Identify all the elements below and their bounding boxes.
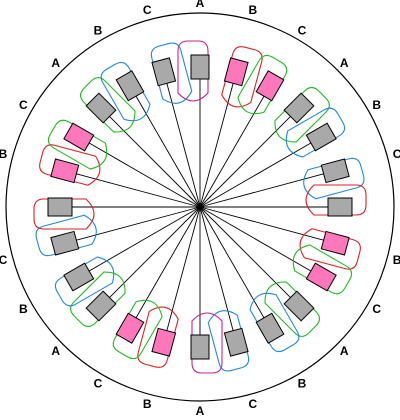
slot-conductor xyxy=(152,58,176,86)
center-ray xyxy=(200,96,264,207)
phase-label: C xyxy=(19,98,28,112)
center-ray xyxy=(200,207,264,318)
center-ray xyxy=(200,207,291,298)
center-ray xyxy=(200,174,324,207)
phase-label: A xyxy=(340,344,349,358)
center-ray xyxy=(200,207,324,240)
slot-conductor xyxy=(191,55,209,79)
center-ray xyxy=(200,83,233,207)
center-ray xyxy=(89,207,200,271)
phase-label: A xyxy=(196,404,205,415)
phase-label: C xyxy=(393,147,400,161)
phase-label: B xyxy=(94,23,103,37)
center-ray xyxy=(136,207,200,318)
phase-label: C xyxy=(143,3,152,17)
slot-conductor xyxy=(51,231,79,255)
phase-label: A xyxy=(0,200,1,214)
center-ray xyxy=(167,207,200,331)
slot-conductor xyxy=(224,328,248,356)
phase-label: B xyxy=(372,98,381,112)
phase-label: B xyxy=(248,3,257,17)
slot-conductor xyxy=(51,159,79,183)
center-ray xyxy=(200,207,311,271)
center-ray xyxy=(109,207,200,298)
phase-label: B xyxy=(298,377,307,391)
center-ray xyxy=(76,207,200,240)
center-ray xyxy=(76,174,200,207)
slot-conductor xyxy=(321,159,349,183)
phase-label: C xyxy=(372,302,381,316)
slot-conductor xyxy=(321,231,349,255)
phase-label: A xyxy=(51,56,60,70)
slot-conductor xyxy=(116,313,144,343)
slot-conductor xyxy=(152,328,176,356)
center-ray xyxy=(136,96,200,207)
phase-label: B xyxy=(143,397,152,411)
slot-conductor xyxy=(64,123,94,151)
phase-label: C xyxy=(248,397,257,411)
phase-label: B xyxy=(393,253,400,267)
slot-conductor xyxy=(48,198,72,216)
slot-conductor xyxy=(306,263,336,291)
center-ray xyxy=(200,207,233,331)
center-ray xyxy=(200,116,291,207)
slot-conductor xyxy=(328,198,352,216)
center-ray xyxy=(167,83,200,207)
center-ray xyxy=(89,143,200,207)
phase-label: C xyxy=(298,23,307,37)
center-rays xyxy=(72,79,328,335)
phase-label: B xyxy=(0,147,8,161)
phase-label: A xyxy=(51,344,60,358)
phase-label: A xyxy=(196,0,205,10)
phase-label: B xyxy=(19,302,28,316)
center-ray xyxy=(200,143,311,207)
phase-label: A xyxy=(340,56,349,70)
center-ray xyxy=(109,116,200,207)
phase-label: C xyxy=(94,377,103,391)
slot-conductor xyxy=(224,58,248,86)
slot-conductor xyxy=(256,71,284,101)
phase-label: C xyxy=(0,253,8,267)
slot-conductor xyxy=(191,335,209,359)
